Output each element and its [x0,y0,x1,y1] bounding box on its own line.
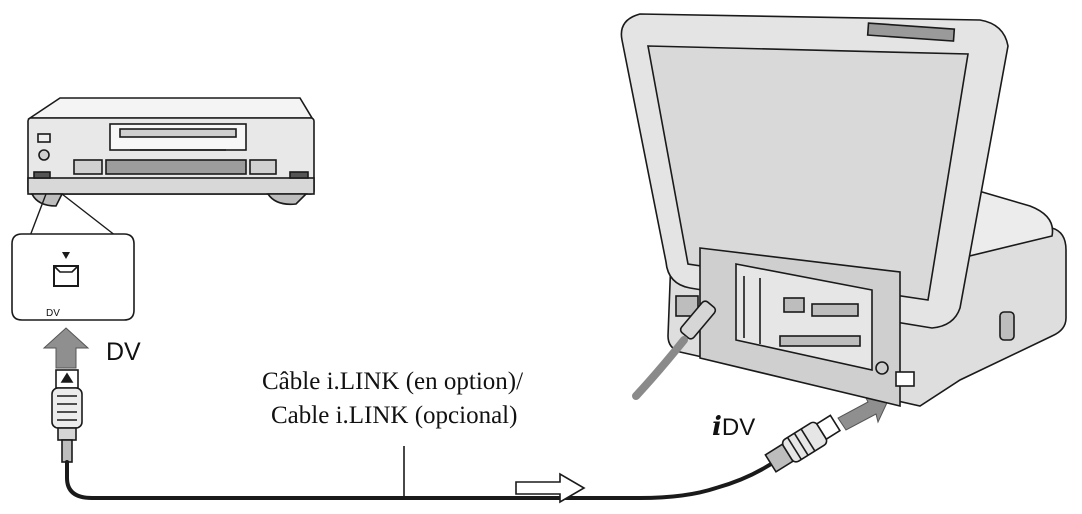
camera-dv-label-text: DV [721,414,756,441]
ilink-logo-icon: i [712,412,722,442]
callout-line-left [29,193,47,237]
ilink-cable [65,456,782,500]
vcr-device [27,97,315,207]
vcr-dv-label: DV [106,338,141,366]
cable-label-line2: Cable i.LINK (opcional) [271,402,518,429]
camera-dv-port-icon [895,371,915,387]
camera-dv-label: iDV [712,412,755,442]
camera-device [620,13,1067,408]
vcr-port-tag: DV [46,308,60,319]
vcr-cable-plug [51,369,83,463]
cable-label-line1: Câble i.LINK (en option)/ [262,368,524,395]
camera-cable-plug [764,414,842,473]
vcr-insert-arrow-icon [42,327,90,369]
port-marker-icon [62,252,70,259]
signal-direction-arrow-icon [515,472,586,504]
callout-line-right [61,193,117,237]
power-cable [632,336,688,400]
vcr-port-callout [11,233,135,321]
dv-port-icon [53,265,79,287]
